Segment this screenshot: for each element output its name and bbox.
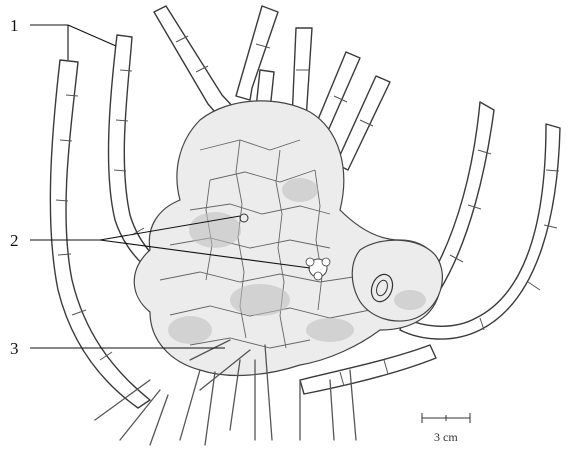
branch-top-2 <box>236 6 278 100</box>
scale-bar: 3 cm <box>422 413 470 444</box>
label-2: 2 <box>10 231 19 250</box>
branch-top-5 <box>336 76 390 170</box>
label-3: 3 <box>10 339 19 358</box>
scale-bar-label: 3 cm <box>434 430 458 444</box>
central-mass <box>134 101 441 376</box>
leader-1-to-stem-b <box>68 25 116 46</box>
right-node <box>352 240 442 321</box>
branch-top-1 <box>154 6 236 120</box>
label-1: 1 <box>10 16 19 35</box>
